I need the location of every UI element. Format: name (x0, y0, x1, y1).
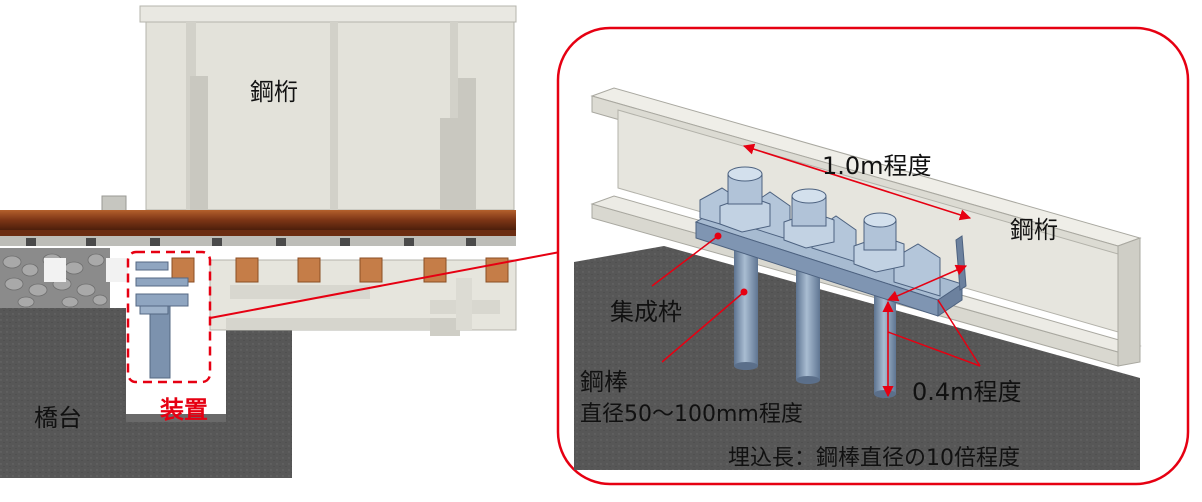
span-label: 1.0m程度 (822, 152, 932, 180)
left-view (0, 5, 561, 478)
frame-leader-dot (714, 232, 722, 240)
left-steel-girder (139, 5, 517, 211)
rod-leader-dot (740, 288, 748, 296)
rail (0, 210, 516, 246)
detail-view (556, 26, 1190, 486)
device-label: 装置 (160, 396, 208, 424)
detail-girder-label: 鋼桁 (1010, 216, 1058, 244)
span-dimension-arrow (742, 143, 972, 221)
height-label: 0.4m程度 (912, 378, 1022, 406)
abutment-label: 橋台 (34, 404, 82, 432)
post-cap (101, 195, 127, 213)
left-girder-label: 鋼桁 (250, 78, 298, 106)
width-dimension-arrow (886, 264, 968, 302)
frame-leader-line (651, 235, 719, 287)
callout-connector (209, 251, 561, 319)
height-leader-line-1 (887, 331, 981, 367)
height-leader-line-2 (937, 299, 981, 367)
left-device (135, 261, 189, 379)
abutment (0, 308, 292, 478)
rod-label-line2: 直径50〜100mm程度 (580, 402, 803, 427)
rod-label-line1: 鋼棒 (580, 368, 628, 396)
detail-ground (574, 246, 1140, 470)
rod-leader-line (661, 291, 745, 363)
frame-label: 集成枠 (610, 298, 682, 326)
embed-label: 埋込長：鋼棒直径の10倍程度 (728, 446, 1020, 471)
